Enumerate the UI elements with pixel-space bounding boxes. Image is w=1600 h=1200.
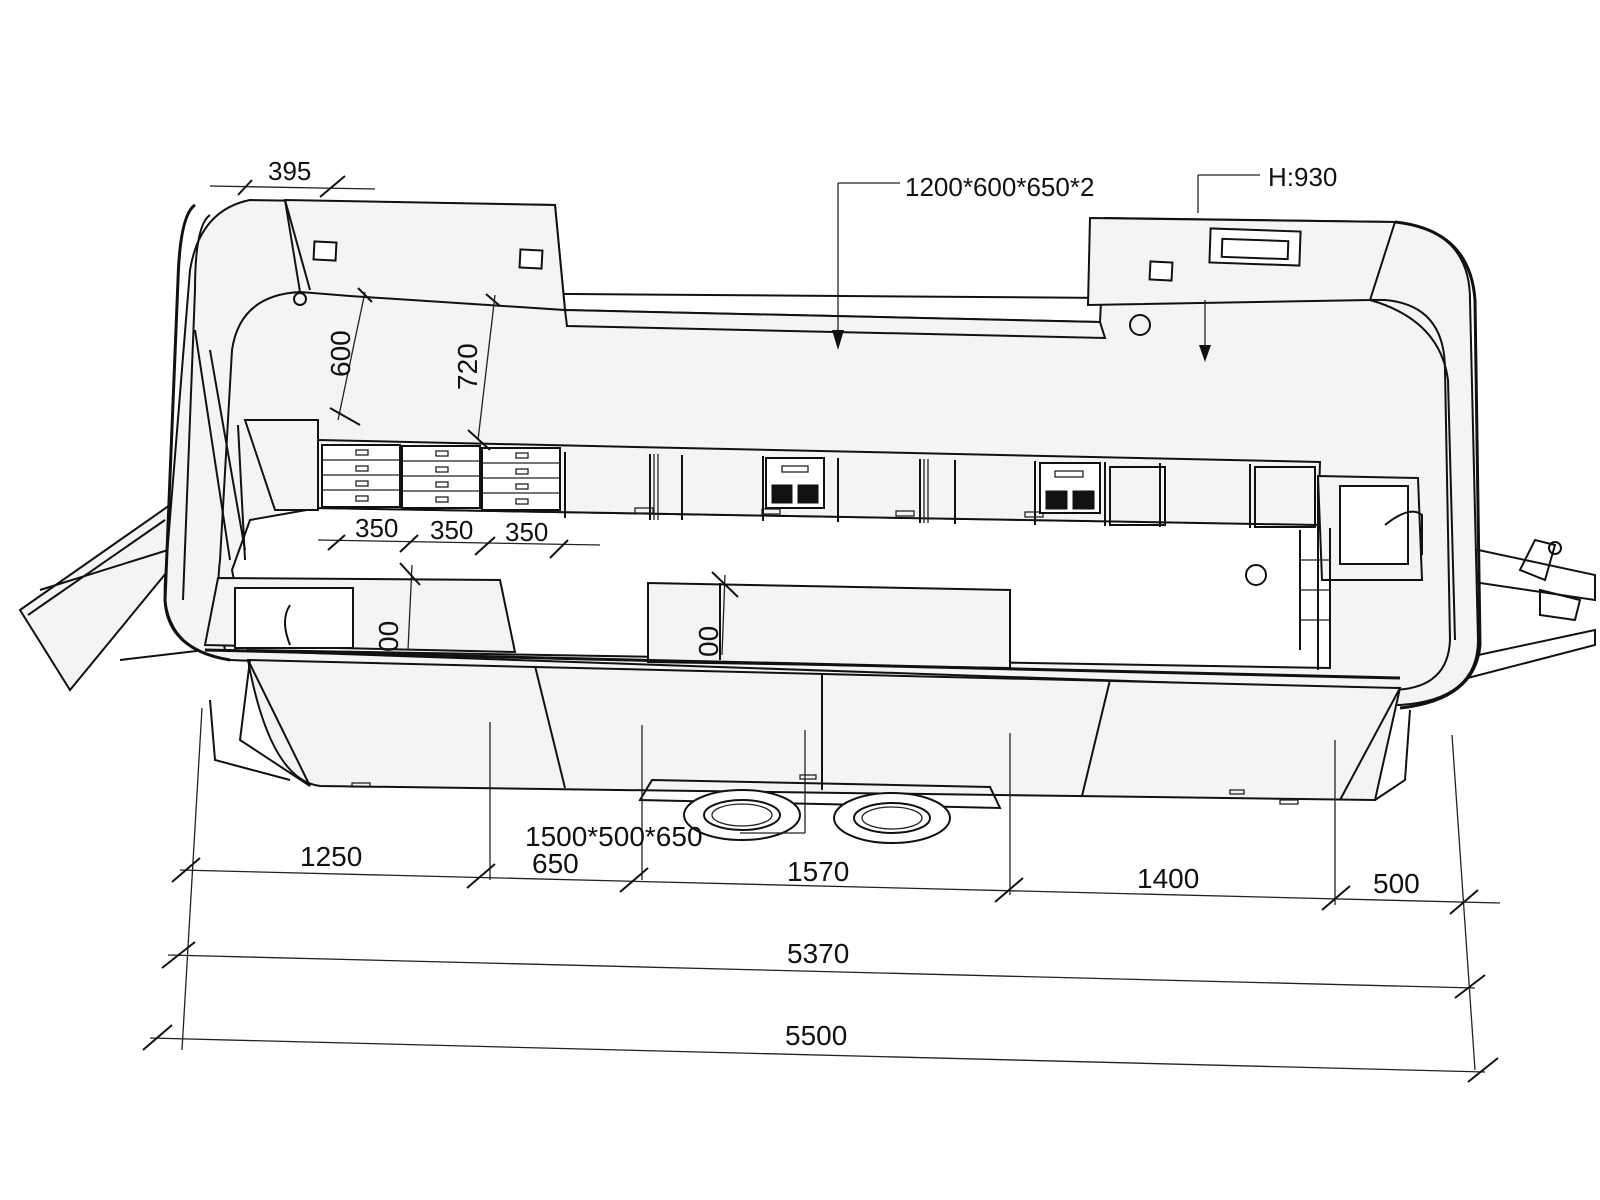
interior-leaders bbox=[209, 174, 1336, 905]
label-depth-600: 600 bbox=[325, 330, 356, 377]
dim-5370: 5370 bbox=[787, 938, 849, 969]
back-counter bbox=[283, 198, 1397, 586]
label-depth-720: 720 bbox=[452, 343, 483, 390]
exterior-dimensions bbox=[142, 707, 1501, 1083]
label-side-cut-b: 00 bbox=[693, 626, 724, 657]
dim-500: 500 bbox=[1373, 868, 1420, 899]
dim-1400: 1400 bbox=[1137, 863, 1199, 894]
label-height: H:930 bbox=[1268, 162, 1337, 192]
fryer-unit-left bbox=[765, 457, 825, 509]
axle-wheels bbox=[638, 778, 1002, 844]
dim-650: 650 bbox=[532, 848, 579, 879]
label-drawer-350-b: 350 bbox=[430, 515, 473, 545]
label-top-width: 395 bbox=[268, 156, 311, 186]
fryer-unit-right bbox=[1039, 462, 1101, 514]
label-lower-counter: 1500*500*650 bbox=[525, 821, 703, 852]
label-drawer-350-c: 350 bbox=[505, 517, 548, 547]
label-side-cut-a: 00 bbox=[373, 621, 404, 652]
front-sink bbox=[1299, 474, 1424, 670]
left-bench-sink bbox=[194, 329, 517, 654]
front-wall-panels bbox=[204, 648, 1411, 805]
label-counter-size: 1200*600*650*2 bbox=[905, 172, 1094, 202]
drawer-stack bbox=[321, 444, 561, 511]
dim-1570: 1570 bbox=[787, 856, 849, 887]
dim-1250: 1250 bbox=[300, 841, 362, 872]
label-drawer-350-a: 350 bbox=[355, 513, 398, 543]
cabinet-run bbox=[317, 438, 1322, 528]
dim-5500: 5500 bbox=[785, 1020, 847, 1051]
